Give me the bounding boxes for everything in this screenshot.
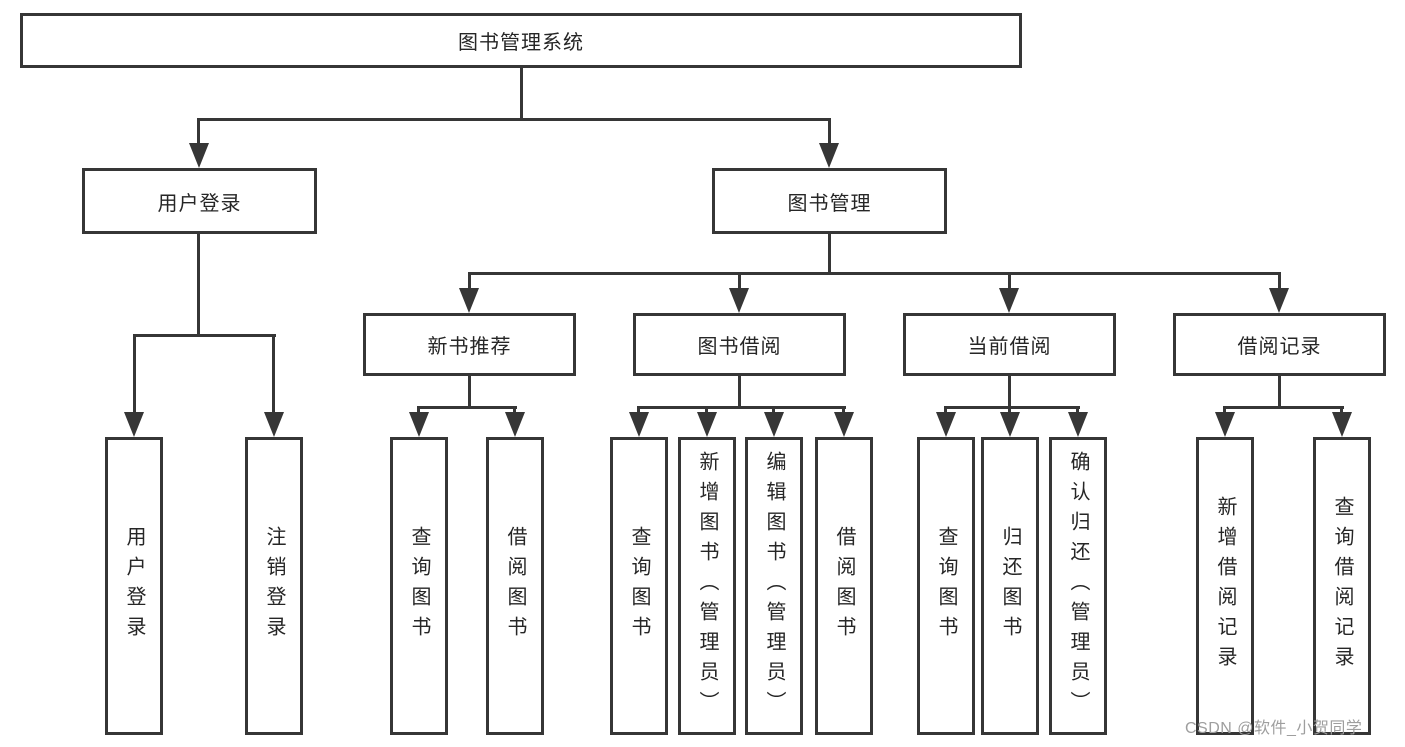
leaf-label: 借阅图书	[833, 526, 855, 646]
leaf-query-books-current: 查询图书	[917, 437, 975, 735]
csdn-watermark: CSDN @软件_小贺同学	[1185, 720, 1363, 737]
arrowhead-down-icon	[189, 143, 209, 168]
node-label: 图书借阅	[697, 336, 782, 358]
node-book-borrow: 图书借阅	[633, 313, 846, 376]
arrowhead-down-icon	[697, 412, 717, 437]
leaf-label: 注销登录	[263, 526, 285, 646]
leaf-query-books-recommend: 查询图书	[390, 437, 448, 735]
connector-drop	[944, 406, 947, 416]
connector-drop	[772, 406, 775, 416]
node-library-management-system: 图书管理系统	[20, 13, 1022, 68]
connector-drop	[417, 406, 420, 416]
connector-drop	[705, 406, 708, 416]
leaf-user-login: 用户登录	[105, 437, 163, 735]
node-label: 图书管理	[787, 192, 872, 215]
connector-stem	[468, 376, 471, 409]
arrowhead-down-icon	[764, 412, 784, 437]
arrowhead-down-icon	[409, 412, 429, 437]
arrowhead-down-icon	[264, 412, 284, 437]
node-label: 新书推荐	[427, 336, 512, 358]
node-user-login: 用户登录	[82, 168, 317, 234]
leaf-label: 新增借阅记录	[1214, 496, 1236, 676]
connector-user-login-rail	[133, 334, 276, 337]
leaf-return-books: 归还图书	[981, 437, 1039, 735]
node-label: 借阅记录	[1237, 336, 1322, 358]
leaf-edit-books-admin: 编辑图书（管理员）	[745, 437, 803, 735]
connector-drop	[1278, 272, 1281, 292]
leaf-label: 查询图书	[408, 526, 430, 646]
leaf-label: 编辑图书（管理员）	[763, 451, 785, 721]
connector-drop	[828, 118, 831, 146]
connector-drop	[468, 272, 471, 292]
connector-book-management-stem	[828, 234, 831, 275]
connector-root-stem	[520, 68, 523, 121]
connector-book-management-rail	[468, 272, 1281, 275]
leaf-label: 查询图书	[628, 526, 650, 646]
node-current-borrow: 当前借阅	[903, 313, 1116, 376]
leaf-query-books-borrow: 查询图书	[610, 437, 668, 735]
arrowhead-down-icon	[1269, 288, 1289, 313]
leaf-label: 确认归还（管理员）	[1067, 451, 1089, 721]
leaf-label: 新增图书（管理员）	[696, 451, 718, 721]
connector-stem	[738, 376, 741, 409]
connector-drop	[637, 406, 640, 416]
connector-drop	[842, 406, 845, 416]
connector-drop	[738, 272, 741, 292]
connector-drop	[1008, 272, 1011, 292]
connector-stem	[1008, 376, 1011, 409]
arrowhead-down-icon	[505, 412, 525, 437]
node-book-management: 图书管理	[712, 168, 947, 234]
arrowhead-down-icon	[459, 288, 479, 313]
leaf-query-borrow-record: 查询借阅记录	[1313, 437, 1371, 735]
leaf-borrow-books: 借阅图书	[815, 437, 873, 735]
leaf-add-books-admin: 新增图书（管理员）	[678, 437, 736, 735]
connector-root-rail	[198, 118, 831, 121]
arrowhead-down-icon	[629, 412, 649, 437]
connector-rail	[944, 406, 1080, 409]
arrowhead-down-icon	[936, 412, 956, 437]
leaf-label: 查询图书	[935, 526, 957, 646]
arrowhead-down-icon	[1068, 412, 1088, 437]
leaf-add-borrow-record: 新增借阅记录	[1196, 437, 1254, 735]
connector-rail	[417, 406, 517, 409]
connector-drop	[513, 406, 516, 416]
leaf-label: 用户登录	[123, 526, 145, 646]
arrowhead-down-icon	[999, 288, 1019, 313]
connector-rail	[1223, 406, 1344, 409]
leaf-label: 查询借阅记录	[1331, 496, 1353, 676]
connector-drop	[1340, 406, 1343, 416]
node-borrow-records: 借阅记录	[1173, 313, 1386, 376]
connector-stem	[1278, 376, 1281, 409]
connector-drop	[133, 334, 136, 416]
leaf-confirm-return-admin: 确认归还（管理员）	[1049, 437, 1107, 735]
leaf-label: 借阅图书	[504, 526, 526, 646]
arrowhead-down-icon	[1000, 412, 1020, 437]
connector-drop	[1076, 406, 1079, 416]
connector-user-login-stem	[197, 234, 200, 337]
node-label: 当前借阅	[967, 336, 1052, 358]
arrowhead-down-icon	[729, 288, 749, 313]
leaf-borrow-books-recommend: 借阅图书	[486, 437, 544, 735]
arrowhead-down-icon	[1215, 412, 1235, 437]
connector-drop	[272, 334, 275, 416]
arrowhead-down-icon	[819, 143, 839, 168]
connector-drop	[1223, 406, 1226, 416]
node-new-book-recommend: 新书推荐	[363, 313, 576, 376]
connector-drop	[197, 118, 200, 146]
connector-rail	[637, 406, 846, 409]
leaf-label: 归还图书	[999, 526, 1021, 646]
node-label: 图书管理系统	[458, 32, 584, 54]
leaf-logout: 注销登录	[245, 437, 303, 735]
connector-drop	[1008, 406, 1011, 416]
node-label: 用户登录	[157, 192, 242, 215]
arrowhead-down-icon	[1332, 412, 1352, 437]
arrowhead-down-icon	[834, 412, 854, 437]
arrowhead-down-icon	[124, 412, 144, 437]
